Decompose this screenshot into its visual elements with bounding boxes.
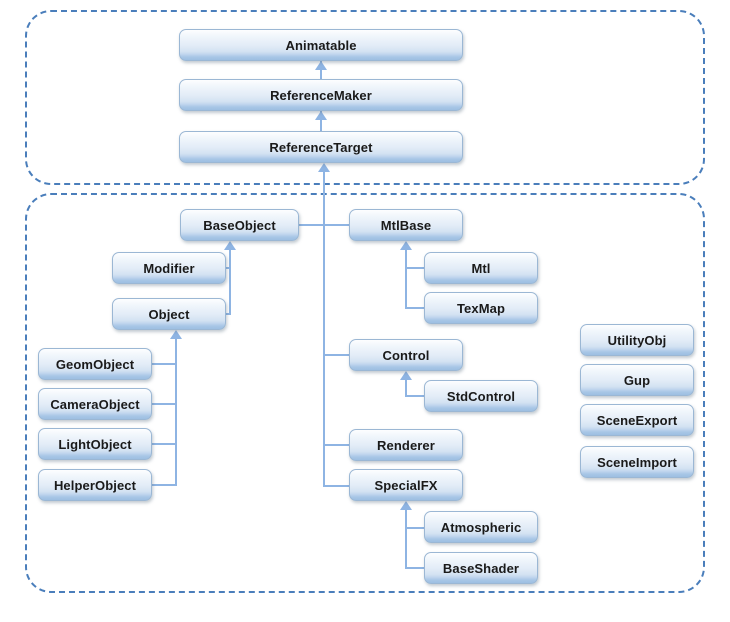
edge-cameraobject-spine bbox=[152, 403, 177, 405]
group-container-bottom bbox=[25, 193, 705, 593]
class-node-label: Object bbox=[148, 306, 190, 322]
edge-specialfx-trunk bbox=[323, 485, 349, 487]
class-node-helperobject[interactable]: HelperObject bbox=[38, 469, 152, 501]
arrowhead-referencetarget bbox=[318, 163, 330, 172]
edge-referencemaker-animatable bbox=[320, 61, 322, 79]
arrowhead-object bbox=[170, 330, 182, 339]
class-node-geomobject[interactable]: GeomObject bbox=[38, 348, 152, 380]
edge-mtlbase-children-spine bbox=[405, 250, 407, 308]
edge-stdcontrol-spine bbox=[405, 395, 425, 397]
class-node-label: SceneImport bbox=[597, 454, 677, 470]
class-node-control[interactable]: Control bbox=[349, 339, 463, 371]
class-node-label: ReferenceMaker bbox=[270, 87, 372, 103]
edge-texmap-spine bbox=[405, 307, 425, 309]
edge-trunk-to-referencetarget bbox=[323, 172, 325, 487]
arrowhead-referencemaker bbox=[315, 111, 327, 120]
class-node-modifier[interactable]: Modifier bbox=[112, 252, 226, 284]
class-node-label: BaseShader bbox=[442, 560, 520, 576]
class-node-specialfx[interactable]: SpecialFX bbox=[349, 469, 463, 501]
class-node-label: MtlBase bbox=[380, 217, 432, 233]
class-node-renderer[interactable]: Renderer bbox=[349, 429, 463, 461]
arrowhead-baseobject bbox=[224, 241, 236, 250]
class-node-cameraobject[interactable]: CameraObject bbox=[38, 388, 152, 420]
edge-mtlbase-trunk bbox=[323, 224, 349, 226]
arrowhead-mtlbase bbox=[400, 241, 412, 250]
class-node-label: HelperObject bbox=[53, 477, 137, 493]
class-node-label: GeomObject bbox=[55, 356, 135, 372]
class-node-gup[interactable]: Gup bbox=[580, 364, 694, 396]
class-node-label: StdControl bbox=[446, 388, 516, 404]
arrowhead-animatable bbox=[315, 61, 327, 70]
class-node-animatable[interactable]: Animatable bbox=[179, 29, 463, 61]
class-node-baseshader[interactable]: BaseShader bbox=[424, 552, 538, 584]
edge-baseobject-trunk bbox=[299, 224, 324, 226]
arrowhead-specialfx bbox=[400, 501, 412, 510]
arrowhead-control bbox=[400, 371, 412, 380]
edge-lightobject-spine bbox=[152, 443, 177, 445]
edge-object-children-spine bbox=[175, 339, 177, 485]
class-node-label: Atmospheric bbox=[440, 519, 522, 535]
class-node-lightobject[interactable]: LightObject bbox=[38, 428, 152, 460]
edge-referencetarget-referencemaker bbox=[320, 111, 322, 131]
class-node-label: Control bbox=[382, 347, 430, 363]
class-node-baseobject[interactable]: BaseObject bbox=[180, 209, 299, 241]
class-node-mtlbase[interactable]: MtlBase bbox=[349, 209, 463, 241]
edge-renderer-trunk bbox=[323, 444, 349, 446]
edge-object-spine bbox=[226, 313, 231, 315]
class-node-label: ReferenceTarget bbox=[269, 139, 373, 155]
edge-geomobject-spine bbox=[152, 363, 177, 365]
class-node-sceneimport[interactable]: SceneImport bbox=[580, 446, 694, 478]
class-node-label: TexMap bbox=[456, 300, 506, 316]
class-node-sceneexport[interactable]: SceneExport bbox=[580, 404, 694, 436]
class-node-mtl[interactable]: Mtl bbox=[424, 252, 538, 284]
class-node-referencemaker[interactable]: ReferenceMaker bbox=[179, 79, 463, 111]
class-node-label: UtilityObj bbox=[607, 332, 667, 348]
class-node-label: Gup bbox=[623, 372, 651, 388]
class-node-atmospheric[interactable]: Atmospheric bbox=[424, 511, 538, 543]
class-node-label: Mtl bbox=[471, 260, 491, 276]
class-node-label: LightObject bbox=[58, 436, 132, 452]
group-container-top bbox=[25, 10, 705, 185]
edge-control-trunk bbox=[323, 354, 349, 356]
class-node-label: SceneExport bbox=[596, 412, 678, 428]
class-node-label: BaseObject bbox=[203, 217, 276, 233]
edge-mtl-spine bbox=[405, 267, 425, 269]
class-node-referencetarget[interactable]: ReferenceTarget bbox=[179, 131, 463, 163]
edge-control-children-spine bbox=[405, 380, 407, 396]
edge-specialfx-children-spine bbox=[405, 510, 407, 568]
class-node-label: Animatable bbox=[285, 37, 357, 53]
class-node-utilityobj[interactable]: UtilityObj bbox=[580, 324, 694, 356]
edge-modifier-spine bbox=[226, 267, 231, 269]
edge-helperobject-spine bbox=[152, 484, 177, 486]
edge-baseobject-children-spine bbox=[229, 250, 231, 314]
class-node-stdcontrol[interactable]: StdControl bbox=[424, 380, 538, 412]
class-node-label: Renderer bbox=[377, 437, 435, 453]
edge-atmospheric-spine bbox=[405, 527, 425, 529]
class-node-texmap[interactable]: TexMap bbox=[424, 292, 538, 324]
class-node-label: Modifier bbox=[143, 260, 195, 276]
class-node-label: CameraObject bbox=[50, 396, 140, 412]
edge-baseshader-spine bbox=[405, 567, 425, 569]
class-node-label: SpecialFX bbox=[374, 477, 438, 493]
class-node-object[interactable]: Object bbox=[112, 298, 226, 330]
